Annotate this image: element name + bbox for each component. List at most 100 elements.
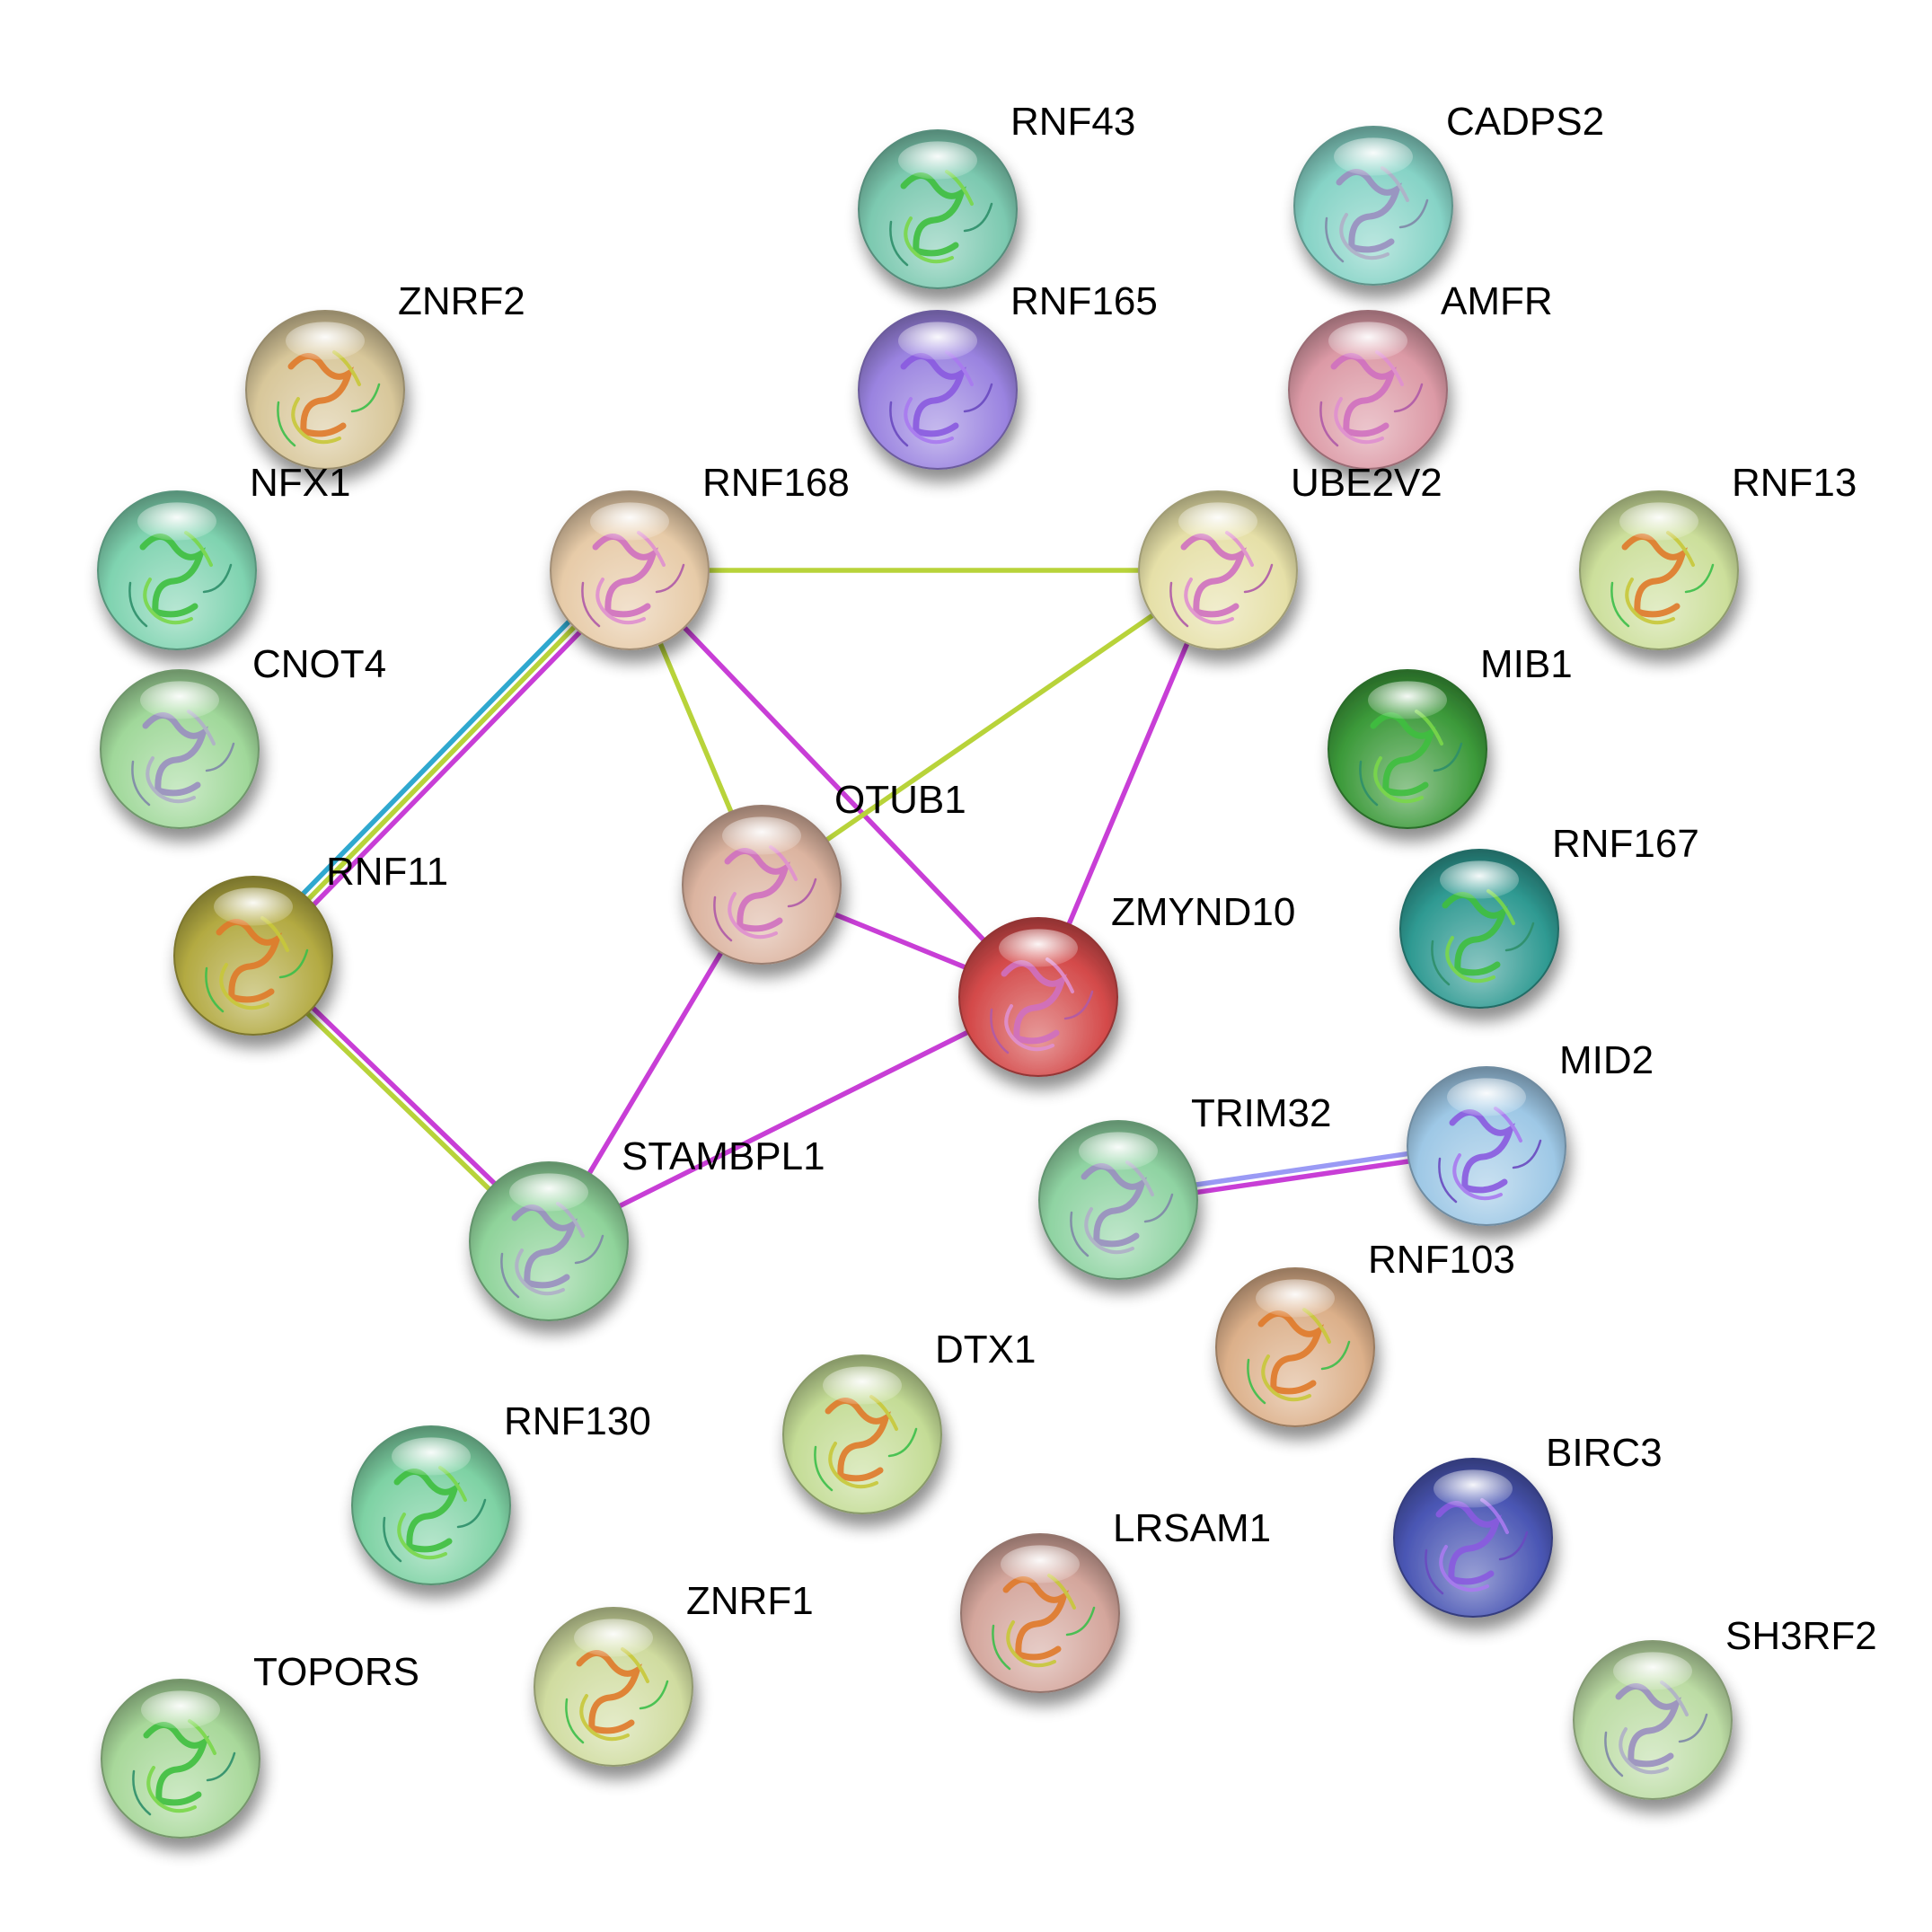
node-rnf165[interactable]: RNF165	[858, 279, 1158, 470]
node-topors[interactable]: TOPORS	[101, 1650, 419, 1839]
sphere-highlight	[1447, 1078, 1526, 1116]
edge-ube2v2-otub1	[760, 568, 1220, 887]
sphere-highlight	[1178, 502, 1257, 541]
sphere-highlight	[1368, 681, 1447, 719]
sphere-highlight	[1001, 1545, 1080, 1584]
sphere-highlight	[214, 887, 293, 926]
node-sphere[interactable]	[1215, 1267, 1375, 1427]
node-sphere[interactable]	[1393, 1458, 1553, 1618]
node-label: SH3RF2	[1725, 1614, 1877, 1658]
node-label: MID2	[1559, 1038, 1654, 1082]
sphere-highlight	[392, 1437, 471, 1476]
node-sphere[interactable]	[550, 490, 710, 650]
node-rnf103[interactable]: RNF103	[1215, 1238, 1515, 1427]
edge-line-experimental	[628, 569, 1040, 999]
node-sphere[interactable]	[97, 490, 257, 650]
node-birc3[interactable]: BIRC3	[1393, 1431, 1663, 1618]
edge-line-database	[245, 563, 626, 953]
sphere-highlight	[574, 1619, 653, 1657]
node-otub1[interactable]: OTUB1	[682, 778, 966, 965]
sphere-highlight	[286, 322, 365, 360]
node-sphere[interactable]	[960, 1533, 1120, 1693]
node-znrf2[interactable]: ZNRF2	[245, 279, 525, 470]
node-sphere[interactable]	[1328, 669, 1487, 829]
node-rnf167[interactable]: RNF167	[1399, 822, 1699, 1009]
node-nfx1[interactable]: NFX1	[97, 461, 350, 650]
structure-icon	[565, 1647, 669, 1744]
node-sphere[interactable]	[1407, 1066, 1566, 1226]
sphere-highlight	[509, 1173, 588, 1212]
sphere-highlight	[1079, 1132, 1158, 1170]
node-sphere[interactable]	[1579, 490, 1739, 650]
node-stambpl1[interactable]: STAMBPL1	[469, 1134, 825, 1321]
node-rnf11[interactable]: RNF11	[173, 850, 448, 1036]
node-label: ZNRF2	[398, 279, 525, 323]
node-rnf13[interactable]: RNF13	[1579, 461, 1857, 650]
node-sphere[interactable]	[1138, 490, 1298, 650]
node-amfr[interactable]: AMFR	[1288, 279, 1553, 470]
node-ube2v2[interactable]: UBE2V2	[1138, 461, 1442, 650]
node-label: DTX1	[935, 1328, 1036, 1372]
node-label: ZMYND10	[1111, 890, 1295, 934]
node-label: TRIM32	[1191, 1091, 1331, 1135]
structure-icon	[889, 350, 993, 447]
node-sphere[interactable]	[682, 805, 842, 965]
edge-line-coexpression	[251, 569, 631, 957]
sphere-highlight	[1334, 137, 1413, 176]
node-trim32[interactable]: TRIM32	[1038, 1091, 1331, 1280]
node-rnf130[interactable]: RNF130	[351, 1399, 651, 1585]
structure-icon	[1169, 531, 1274, 628]
node-dtx1[interactable]: DTX1	[782, 1328, 1036, 1514]
node-rnf168[interactable]: RNF168	[550, 461, 850, 650]
sphere-highlight	[999, 929, 1078, 967]
node-sphere[interactable]	[782, 1354, 942, 1514]
node-sphere[interactable]	[351, 1425, 511, 1585]
node-mib1[interactable]: MIB1	[1328, 642, 1573, 829]
node-zmynd10[interactable]: ZMYND10	[958, 890, 1295, 1077]
node-label: NFX1	[250, 461, 350, 505]
node-sphere[interactable]	[858, 310, 1018, 470]
node-label: MIB1	[1480, 642, 1573, 686]
node-label: STAMBPL1	[622, 1134, 825, 1178]
node-label: RNF168	[702, 461, 850, 505]
node-sphere[interactable]	[469, 1161, 629, 1321]
node-sphere[interactable]	[858, 129, 1018, 289]
node-sphere[interactable]	[1573, 1640, 1733, 1800]
node-sphere[interactable]	[173, 876, 333, 1036]
node-label: TOPORS	[253, 1650, 419, 1694]
node-sphere[interactable]	[534, 1607, 693, 1767]
node-sphere[interactable]	[958, 917, 1118, 1077]
edge-rnf168-rnf11	[245, 563, 638, 963]
node-cnot4[interactable]: CNOT4	[100, 642, 386, 829]
edge-line-experimental	[547, 994, 1040, 1244]
sphere-highlight	[1619, 502, 1698, 541]
node-rnf43[interactable]: RNF43	[858, 100, 1135, 289]
structure-icon	[1247, 1308, 1351, 1405]
sphere-highlight	[1434, 1469, 1513, 1508]
node-sphere[interactable]	[245, 310, 405, 470]
node-mid2[interactable]: MID2	[1407, 1038, 1654, 1226]
node-label: RNF103	[1368, 1238, 1515, 1282]
structure-icon	[992, 1574, 1096, 1671]
node-sphere[interactable]	[1038, 1120, 1198, 1280]
node-sphere[interactable]	[1293, 126, 1453, 286]
node-label: RNF165	[1010, 279, 1158, 323]
node-sphere[interactable]	[1288, 310, 1448, 470]
sphere-highlight	[1256, 1279, 1335, 1318]
structure-icon	[990, 957, 1094, 1054]
node-label: AMFR	[1441, 279, 1553, 323]
node-sh3rf2[interactable]: SH3RF2	[1573, 1614, 1877, 1800]
node-sphere[interactable]	[1399, 849, 1559, 1009]
edge-rnf168-zmynd10	[628, 569, 1040, 999]
structure-icon	[277, 350, 381, 447]
node-label: OTUB1	[834, 778, 966, 822]
node-sphere[interactable]	[100, 669, 260, 829]
node-lrsam1[interactable]: LRSAM1	[960, 1506, 1271, 1693]
node-label: CADPS2	[1446, 100, 1604, 144]
node-znrf1[interactable]: ZNRF1	[534, 1579, 814, 1767]
structure-icon	[132, 1719, 236, 1816]
node-cadps2[interactable]: CADPS2	[1293, 100, 1604, 286]
node-sphere[interactable]	[101, 1679, 260, 1839]
sphere-highlight	[823, 1366, 902, 1405]
